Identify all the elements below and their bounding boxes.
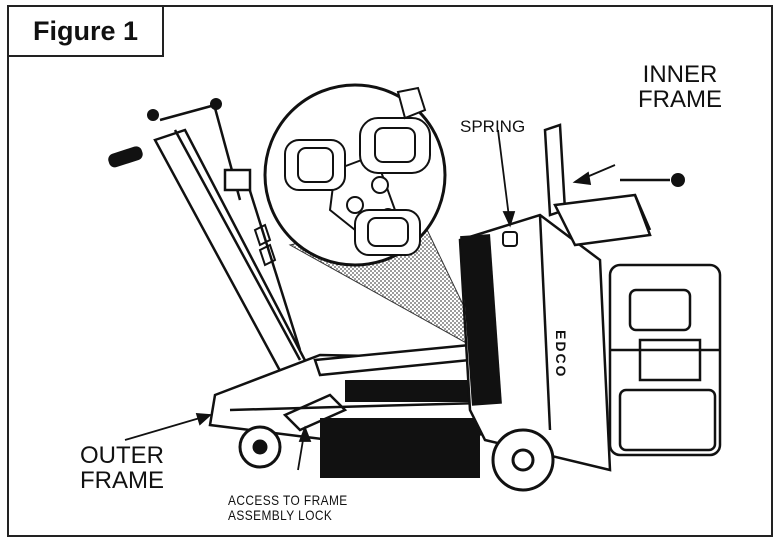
outer-frame-label-line1: OUTER: [80, 442, 164, 469]
inner-frame-label-line1: INNER: [642, 61, 718, 88]
annotation-arrows: [124, 129, 616, 471]
left-handle-grip: [108, 146, 143, 168]
access-lock-label: ACCESS TO FRAME ASSEMBLY LOCK: [228, 493, 348, 522]
front-wheel: [491, 428, 555, 492]
base-black-pad: [345, 380, 485, 402]
access-lock-label-line1: ACCESS TO FRAME: [228, 492, 348, 508]
brand-logo-text: EDCO: [553, 330, 569, 379]
figure-title: Figure 1: [9, 7, 164, 57]
inner-frame-label-line2: FRAME: [638, 86, 722, 114]
brand-plate: [570, 305, 600, 405]
cutter-head-detail: [284, 86, 431, 256]
outer-frame-label: OUTER FRAME: [72, 442, 172, 495]
base-black-pad-front: [320, 418, 480, 478]
handle-grip-knob: [210, 98, 222, 110]
spring-label: SPRING: [460, 117, 526, 136]
inner-frame-label: INNER FRAME: [620, 61, 740, 114]
handle-grip-knob: [147, 109, 159, 121]
outer-frame-label-line2: FRAME: [80, 467, 164, 495]
figure-border: [7, 5, 773, 537]
engine: [608, 263, 722, 457]
spring: [502, 231, 518, 247]
rear-wheel: [238, 425, 282, 469]
inner-frame-black-pad: [460, 234, 502, 406]
inner-frame: [458, 123, 670, 472]
access-lock-label-line2: ASSEMBLY LOCK: [228, 506, 333, 523]
inner-frame-knob: [671, 173, 685, 187]
